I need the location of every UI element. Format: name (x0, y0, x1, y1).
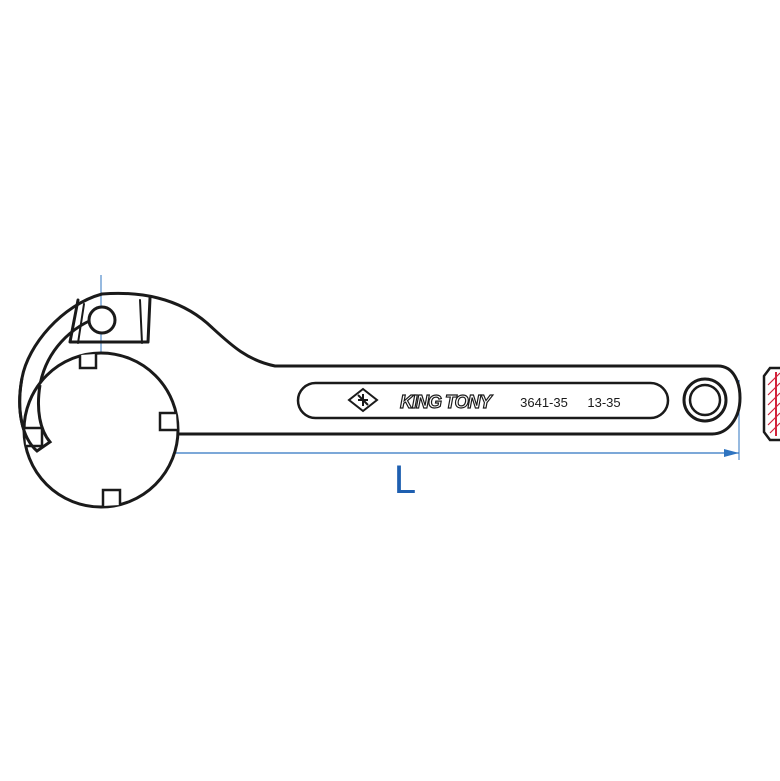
pivot-hole (87, 305, 117, 335)
slotted-round-nut (22, 351, 180, 509)
king-tony-logo-icon (347, 387, 379, 413)
model-number: 3641-35 (520, 395, 568, 410)
handle-cross-section (762, 366, 780, 442)
nut-slot-bottom (101, 488, 122, 506)
hinge-link-plate (68, 296, 152, 344)
arrow-right-icon (724, 449, 739, 457)
dimension-label: L (394, 458, 416, 502)
nut-slot-right (158, 411, 177, 432)
handle-top-edge (100, 291, 742, 436)
label-panel (296, 381, 670, 420)
hang-hole-inner (688, 383, 722, 417)
size-range: 13-35 (587, 395, 620, 410)
hook-jaw-front (18, 377, 53, 453)
brand-wordmark: KING TONY (400, 392, 494, 412)
nut-slot-top (78, 354, 98, 370)
